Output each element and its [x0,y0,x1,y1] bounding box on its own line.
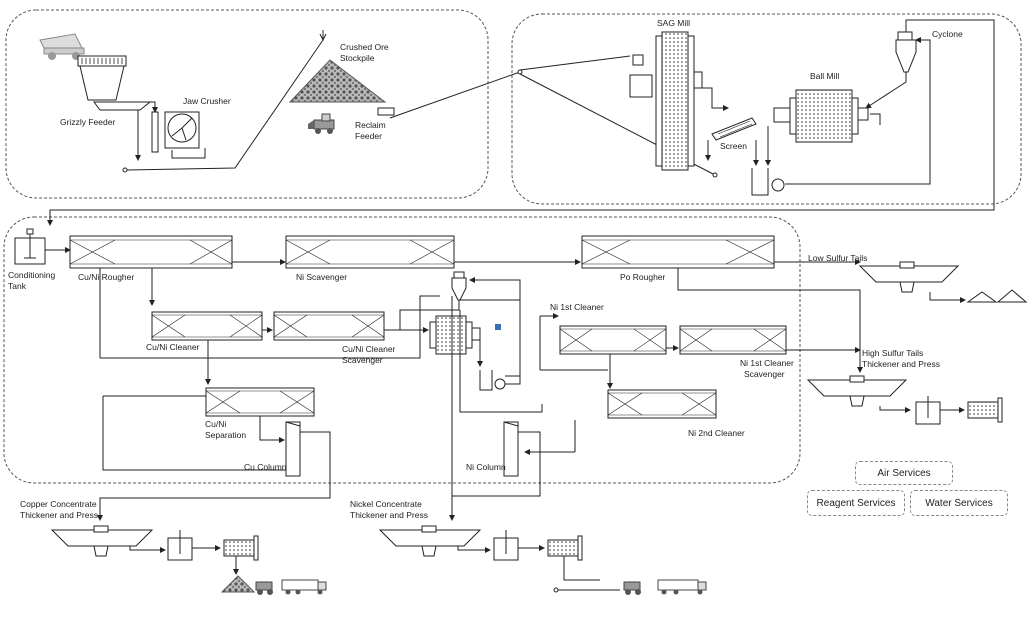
low-sulfur-tails-label: Low Sulfur Tails [808,253,867,263]
ni-column [503,421,519,477]
nickel-thickener [378,525,482,557]
copper-concentrate-label-2: Thickener and Press [20,510,98,520]
copper-truck-icon [281,579,327,595]
cu-column [285,421,301,477]
grinding-area-boundary [511,13,1022,205]
cu-ni-rougher-bank [69,235,233,269]
cu-ni-separation-bank [205,387,315,417]
nickel-concentrate-label-2: Thickener and Press [350,510,428,520]
air-services-label: Air Services [877,467,931,479]
cyclone-feed-pump-box [751,168,785,196]
ball-mill-label: Ball Mill [810,71,839,81]
reclaim-feeder-label-2: Feeder [355,131,382,141]
reagent-services-label: Reagent Services [816,497,896,509]
copper-tank [167,530,193,561]
cu-ni-cleaner-label: Cu/Ni Cleaner [146,342,200,352]
conditioning-tank-label-2: Tank [8,281,27,291]
crushed-ore-stockpile [288,59,387,103]
jaw-crusher [164,111,200,149]
ni-1st-cleaner-scavenger-bank [679,325,787,355]
high-sulfur-tails-label-2: Thickener and Press [862,359,940,369]
stockpile-label-1: Crushed Ore [340,42,389,52]
reclaim-feeder [377,107,395,116]
conditioning-tank-label-1: Conditioning [8,270,56,280]
status-marker [495,324,501,330]
po-rougher-label: Po Rougher [620,272,666,282]
conditioning-tank [14,228,46,265]
ni-1st-cleaner-bank [559,325,667,355]
cu-ni-cleaner-scavenger-label-2: Scavenger [342,355,383,365]
reclaim-feeder-label-1: Reclaim [355,120,386,130]
ni-column-label: Ni Column [466,462,506,472]
high-sulfur-thickener [806,375,908,407]
nickel-filter-press [547,535,583,561]
reagent-services-box: Reagent Services [807,490,905,516]
ni-1st-cleaner-scavenger-label-2: Scavenger [744,369,785,379]
nickel-truck-icon [657,579,707,595]
grizzly-feeder-hopper [77,55,152,111]
high-sulfur-filter-press [967,397,1003,423]
ni-2nd-cleaner-label: Ni 2nd Cleaner [688,428,745,438]
screen [711,117,757,141]
grizzly-feeder-label: Grizzly Feeder [60,117,115,127]
cyclone [895,31,917,73]
low-sulfur-thickener [858,261,960,293]
cu-ni-cleaner-bank [151,311,263,341]
cu-ni-separation-label-2: Separation [205,430,246,440]
cyclone-label: Cyclone [932,29,963,39]
copper-filter-press [223,535,259,561]
crushing-area-boundary [5,9,489,199]
nickel-loader-icon [623,581,641,595]
jaw-crusher-label: Jaw Crusher [183,96,231,106]
cu-ni-separation-label-1: Cu/Ni [205,419,226,429]
cu-ni-cleaner-scavenger-label-1: Cu/Ni Cleaner [342,344,396,354]
stockpile-label-2: Stockpile [340,53,375,63]
regrind-mill [429,315,481,355]
screen-label: Screen [720,141,747,151]
ni-2nd-cleaner-bank [607,389,717,419]
ni-1st-cleaner-label: Ni 1st Cleaner [550,302,604,312]
loader-icon [308,113,335,134]
regrind-cyclone [451,271,467,301]
po-rougher-bank [581,235,775,269]
water-services-box: Water Services [910,490,1008,516]
cu-ni-cleaner-scavenger-bank [273,311,385,341]
sag-mill-label: SAG Mill [657,18,690,28]
ball-mill [773,89,869,143]
water-services-label: Water Services [925,497,993,509]
ni-scavenger-label: Ni Scavenger [296,272,347,282]
cu-column-label: Cu Column [244,462,287,472]
copper-thickener [50,525,154,557]
nickel-tank [493,530,519,561]
ni-scavenger-bank [285,235,455,269]
copper-concentrate-pile [220,575,256,593]
regrind-pump [479,370,506,391]
sag-mill [629,31,703,171]
nickel-concentrate-label-1: Nickel Concentrate [350,499,422,509]
copper-loader-icon [255,581,273,595]
tailings-pile-icon [966,289,1028,303]
ni-1st-cleaner-scavenger-label-1: Ni 1st Cleaner [740,358,794,368]
haul-truck-icon [39,33,85,60]
cu-ni-rougher-label: Cu/Ni Rougher [78,272,134,282]
high-sulfur-tails-label-1: High Sulfur Tails [862,348,923,358]
copper-concentrate-label-1: Copper Concentrate [20,499,97,509]
air-services-box: Air Services [855,461,953,485]
high-sulfur-tank [915,396,941,425]
